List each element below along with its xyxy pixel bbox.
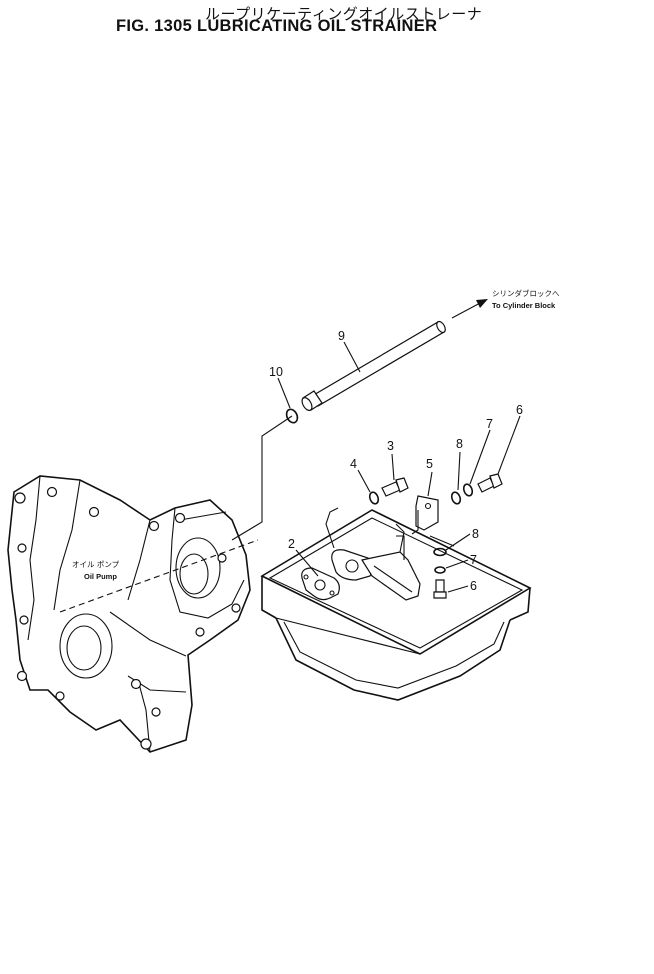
strainer-assembly	[331, 523, 421, 601]
callout-9: 9	[338, 329, 345, 343]
callout-3: 3	[387, 439, 394, 453]
callout-4: 4	[350, 457, 357, 471]
washer-lower-8	[433, 547, 447, 557]
o-ring	[285, 408, 299, 424]
oil-pump-housing	[7, 475, 251, 753]
callout-10: 10	[269, 365, 283, 379]
pump-center-line	[59, 539, 259, 613]
gasket	[301, 567, 340, 601]
oil-pipe	[301, 320, 446, 411]
callout-leaders	[277, 341, 521, 593]
strainer-leader-line	[325, 507, 339, 549]
bolt-upper-3	[381, 477, 409, 497]
oil-pan	[260, 509, 532, 701]
cylinder-block-label-jp: シリンダブロックへ	[492, 288, 560, 298]
callout-5: 5	[426, 457, 433, 471]
callout-6-lower: 6	[470, 579, 477, 593]
bracket	[411, 495, 439, 535]
pipe-to-pump-line	[231, 415, 293, 541]
lock-washer-lower-7	[434, 566, 446, 574]
bolt-lower-6	[433, 579, 447, 599]
callout-7-upper: 7	[486, 417, 493, 431]
washer-upper-4	[368, 491, 380, 505]
cylinder-block-label: To Cylinder Block	[492, 301, 556, 310]
oil-pump-label-jp: オイル ポンプ	[72, 560, 120, 569]
pump-bolt-boss	[14, 486, 241, 750]
figure-title: FIG. 1305 LUBRICATING OIL STRAINER	[116, 17, 438, 35]
callout-8-lower: 8	[472, 527, 479, 541]
callout-8-upper: 8	[456, 437, 463, 451]
callout-6-upper: 6	[516, 403, 523, 417]
callout-7-lower: 7	[470, 553, 477, 567]
figure-title-japanese: ループリケーティングオイルストレーナ	[205, 5, 483, 23]
oil-pump-label: Oil Pump	[84, 572, 117, 581]
bolt-upper-6	[477, 473, 503, 493]
callout-2: 2	[288, 537, 295, 551]
washer-upper-8	[450, 491, 462, 505]
lock-washer-upper-7	[462, 483, 474, 497]
to-cylinder-block-arrow	[451, 299, 488, 319]
